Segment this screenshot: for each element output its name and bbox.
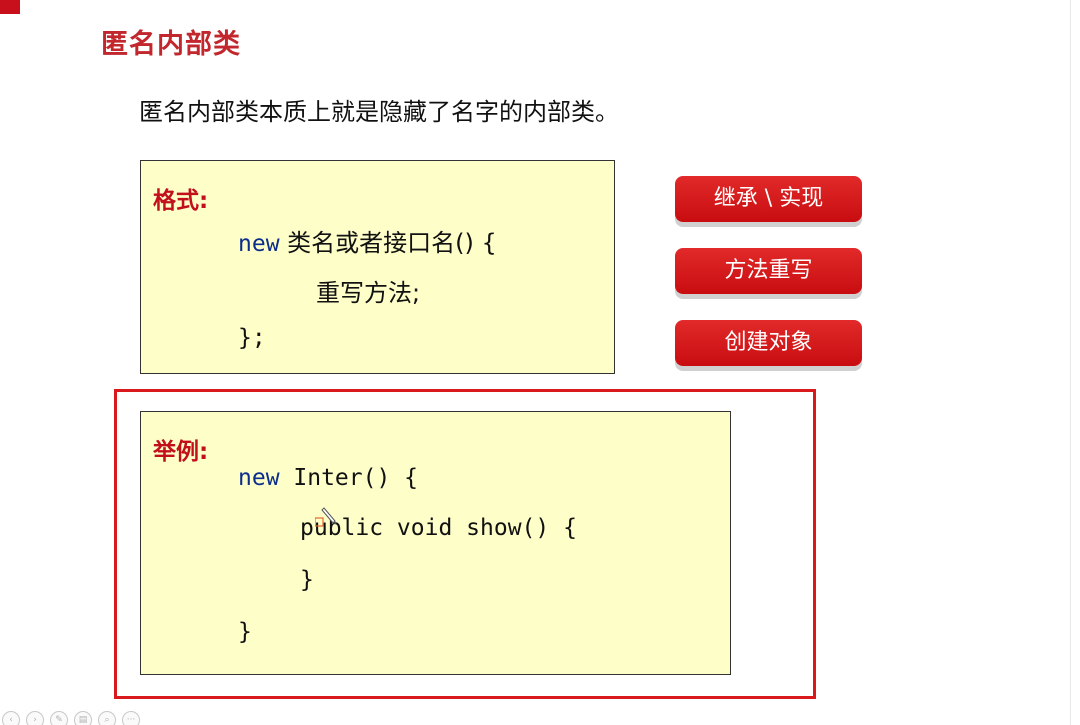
format-label: 格式: — [153, 188, 209, 214]
example-line-4: } — [238, 619, 252, 645]
example-line-1-rest: Inter() { — [279, 465, 419, 491]
presentation-toolbar: ‹ › ✎ ▤ ⌕ ··· — [2, 711, 140, 725]
create-object-button[interactable]: 创建对象 — [675, 320, 862, 366]
example-line-3: } — [300, 567, 314, 593]
prev-icon[interactable]: ‹ — [2, 711, 20, 725]
pen-icon[interactable]: ✎ — [50, 711, 68, 725]
next-icon[interactable]: › — [26, 711, 44, 725]
corner-accent — [0, 0, 20, 14]
keyword-new: new — [238, 465, 280, 491]
format-line-2: 重写方法; — [316, 279, 421, 307]
example-code-box: 举例: new Inter() { public void show() { }… — [140, 411, 731, 675]
example-line-1: new Inter() { — [238, 465, 418, 491]
format-line-1: new 类名或者接口名() { — [238, 223, 497, 258]
inherit-implement-button[interactable]: 继承 \ 实现 — [675, 176, 862, 222]
format-line-3: }; — [238, 325, 266, 351]
keyword-new: new — [238, 231, 280, 257]
format-code-box: 格式: new 类名或者接口名() { 重写方法; }; — [140, 160, 615, 374]
more-icon[interactable]: ··· — [122, 711, 140, 725]
zoom-icon[interactable]: ⌕ — [98, 711, 116, 725]
example-line-2: public void show() { — [300, 515, 577, 541]
scrollbar-track[interactable] — [1070, 0, 1071, 725]
example-label: 举例: — [153, 439, 209, 465]
intro-text: 匿名内部类本质上就是隐藏了名字的内部类。 — [139, 98, 619, 126]
method-override-button[interactable]: 方法重写 — [675, 248, 862, 294]
example-highlight-frame — [114, 389, 816, 699]
slide-title: 匿名内部类 — [101, 29, 241, 60]
pen-cursor-icon — [315, 507, 337, 527]
format-line-1-rest: 类名或者接口名() { — [279, 229, 497, 257]
page-icon[interactable]: ▤ — [74, 711, 92, 725]
